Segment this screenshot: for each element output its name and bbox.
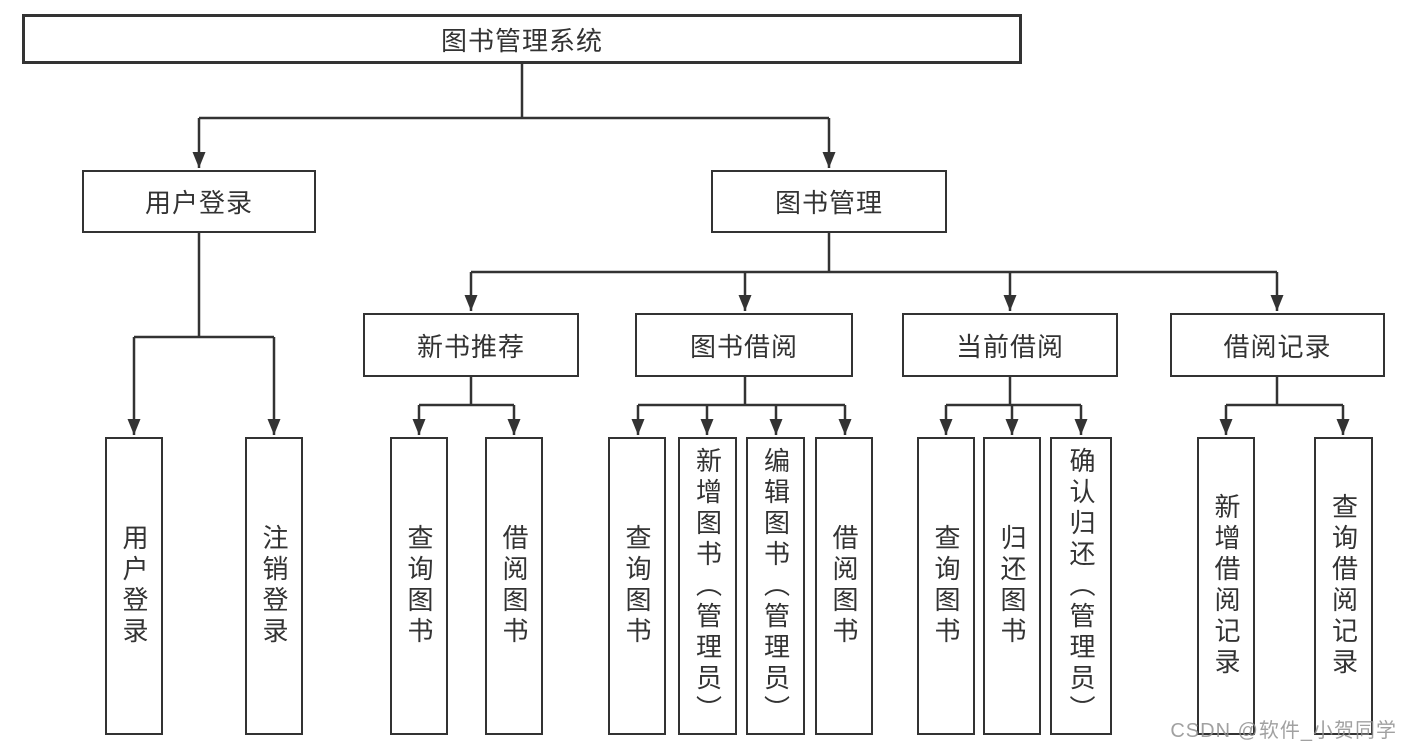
leaf-borrow-books: 借阅图书 [815,437,873,735]
leaf-borrow-books-recommend: 借阅图书 [485,437,543,735]
leaf-return-books: 归还图书 [983,437,1041,735]
node-new-book-recommend: 新书推荐 [363,313,579,377]
leaf-query-books-recommend: 查询图书 [390,437,448,735]
node-current-borrow: 当前借阅 [902,313,1118,377]
leaf-query-borrow-record: 查询借阅记录 [1314,437,1373,735]
leaf-logout: 注销登录 [245,437,303,735]
node-book-borrow: 图书借阅 [635,313,853,377]
node-book-management: 图书管理 [711,170,947,233]
node-system-root: 图书管理系统 [22,14,1022,64]
leaf-user-login: 用户登录 [105,437,163,735]
leaf-query-books-borrow: 查询图书 [608,437,666,735]
leaf-confirm-return-admin: 确认归还（管理员） [1050,437,1112,735]
leaf-edit-books-admin: 编辑图书（管理员） [746,437,805,735]
node-user-login: 用户登录 [82,170,316,233]
leaf-add-borrow-record: 新增借阅记录 [1197,437,1255,735]
node-borrow-records: 借阅记录 [1170,313,1385,377]
watermark: CSDN @软件_小贺同学 [1170,720,1397,742]
leaf-query-books-current: 查询图书 [917,437,975,735]
leaf-add-books-admin: 新增图书（管理员） [678,437,737,735]
